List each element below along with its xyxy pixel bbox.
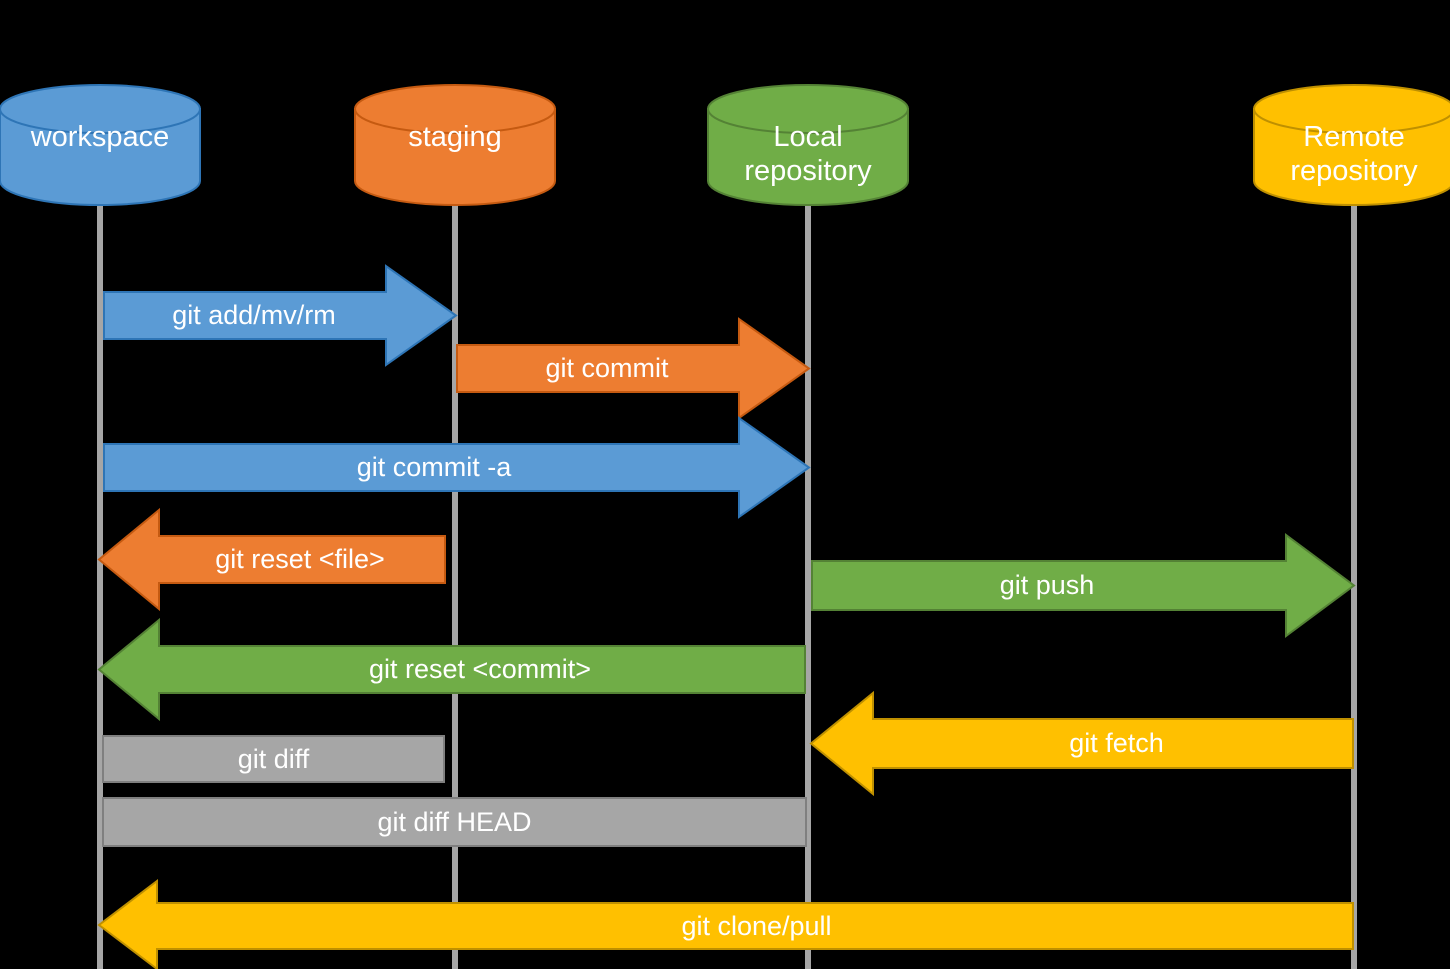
node-top-staging [354,84,556,134]
node-top-workspace [0,84,201,134]
flow-git-commit-a[interactable] [103,416,811,519]
node-top-remote-repo [1253,84,1450,134]
node-body-staging [354,108,556,206]
flow-git-diff-head[interactable] [102,797,807,847]
node-remote-repo[interactable] [1253,84,1450,206]
flow-git-commit[interactable] [456,317,811,420]
flow-git-diff[interactable] [102,735,445,783]
node-body-workspace [0,108,201,206]
node-workspace[interactable] [0,84,201,206]
lane-line-workspace [97,191,103,969]
node-local-repo[interactable] [707,84,909,206]
flow-git-push[interactable] [811,533,1356,638]
node-top-local-repo [707,84,909,134]
flow-git-clone-pull[interactable] [97,878,1354,969]
node-body-local-repo [707,108,909,206]
lane-line-staging [452,191,458,969]
flow-git-add[interactable] [103,264,458,367]
flow-git-reset-file[interactable] [97,507,446,612]
flow-git-fetch[interactable] [809,690,1354,797]
flow-git-reset-commit[interactable] [97,617,806,722]
lane-line-remote-repo [1351,191,1357,969]
lane-line-local-repo [805,191,811,969]
node-body-remote-repo [1253,108,1450,206]
node-staging[interactable] [354,84,556,206]
